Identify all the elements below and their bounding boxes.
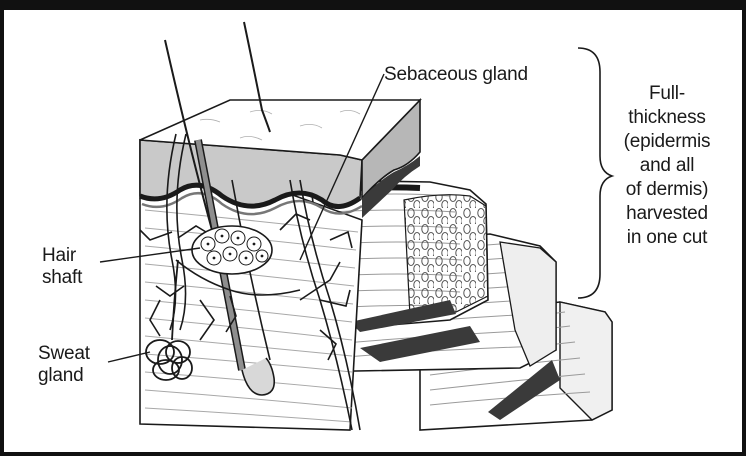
sweat-gland-label: Sweat gland xyxy=(38,343,108,387)
full-thickness-label: Full- thickness (epidermis and all of de… xyxy=(604,82,730,250)
sebaceous-gland-label: Sebaceous gland xyxy=(384,64,528,86)
hair-shaft-label: Hair shaft xyxy=(42,245,102,289)
sebaceous-gland xyxy=(192,226,272,274)
